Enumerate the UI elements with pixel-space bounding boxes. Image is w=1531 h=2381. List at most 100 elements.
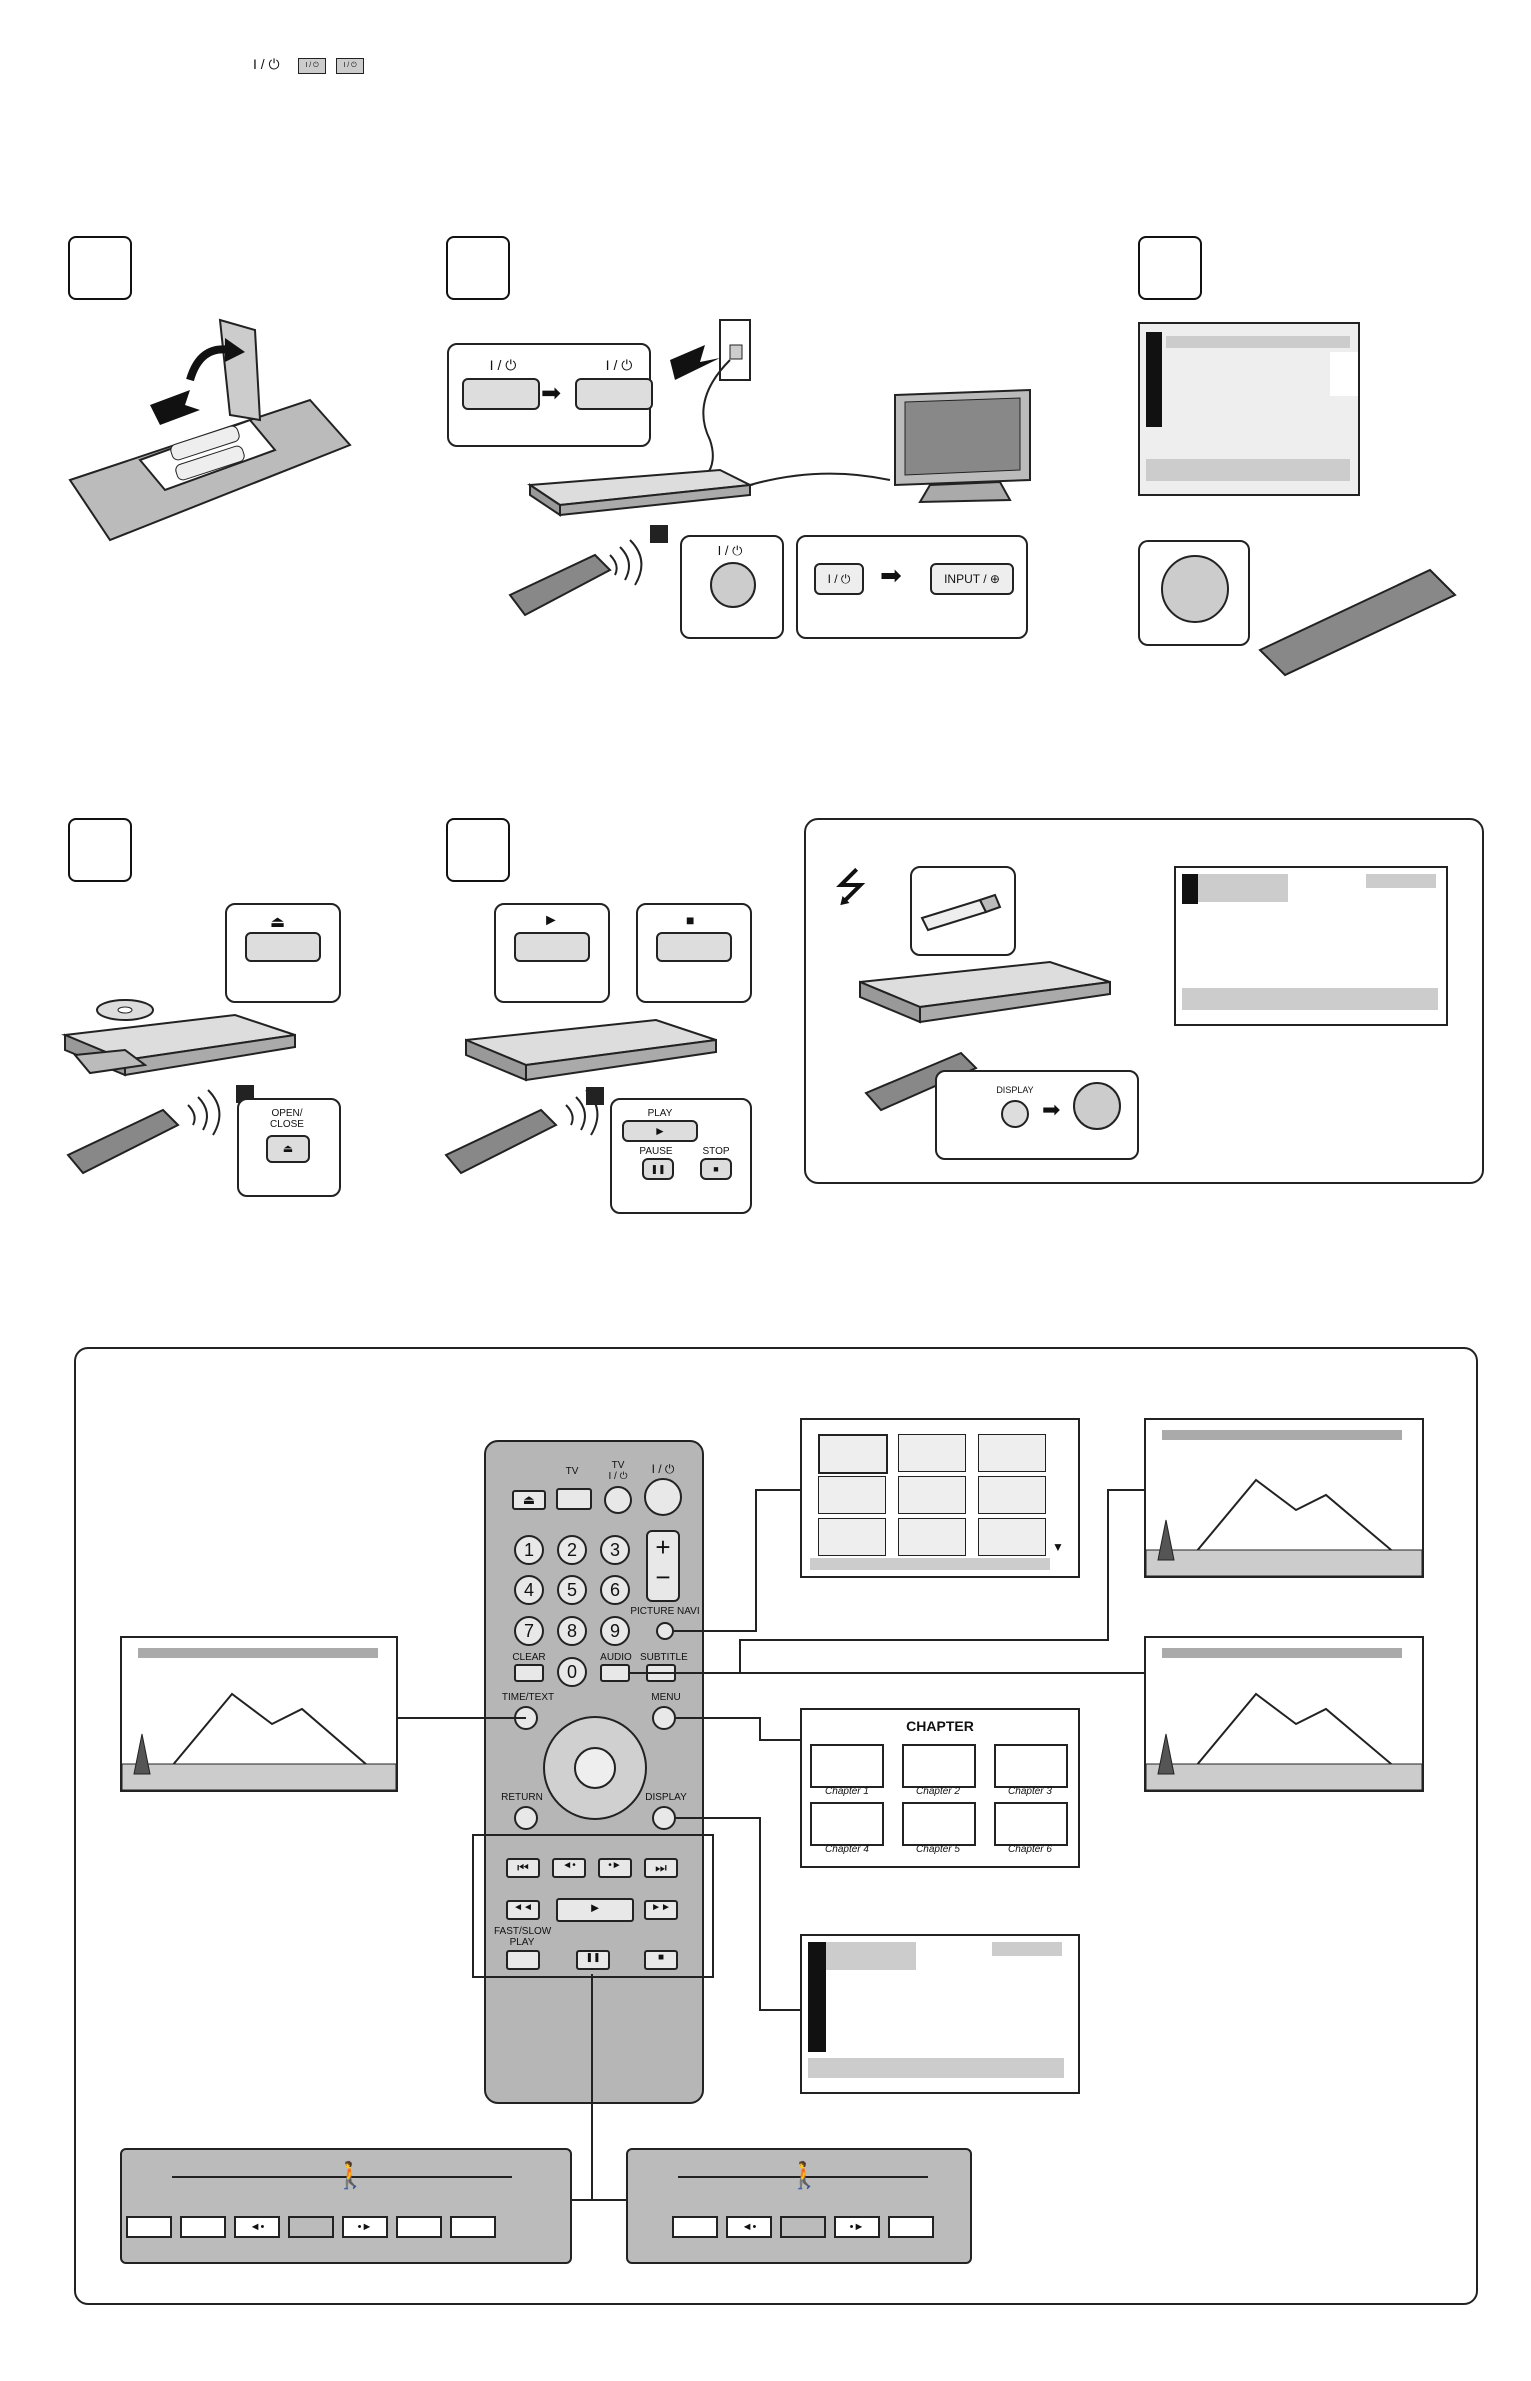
next-button[interactable]: ⏭ [644,1858,678,1878]
chapter-thumb-5[interactable] [902,1802,976,1846]
remote-display-button[interactable] [652,1806,676,1830]
return-label: RETURN [501,1792,543,1803]
step-2-box [446,236,510,300]
fast-slow-play-label: FAST/SLOW PLAY [494,1926,552,1948]
remote-small-illustration-step2 [508,525,668,617]
menu-footer-bar [1146,459,1350,481]
person-icon: 🚶 [788,2160,821,2190]
subtitle-label: SUBTITLE [640,1652,688,1663]
fast-forward-button[interactable]: ►► [644,1900,678,1920]
remote-power-button[interactable] [644,1478,682,1516]
step-4-box [68,818,132,882]
thumb-9 [978,1518,1046,1556]
remote-number-2[interactable]: 2 [557,1535,587,1565]
time-text-bar [138,1648,378,1658]
prev-button[interactable]: ⏮ [506,1858,540,1878]
remote-play-button[interactable]: ► [622,1120,698,1142]
chapter-label-3: Chapter 3 [1008,1786,1052,1797]
remote-stop-main-button[interactable]: ■ [644,1950,678,1970]
display-label: DISPLAY [996,1085,1034,1095]
cursor-pad-button[interactable] [1073,1082,1121,1130]
remote-tv-power-button[interactable] [604,1486,632,1514]
player-power-button-on[interactable] [575,378,653,410]
chapter-thumb-1[interactable] [810,1744,884,1788]
step-5-box [446,818,510,882]
player-stop-button[interactable] [656,932,732,962]
power-symbol: I / ⏻ [253,56,280,72]
remote-power-button[interactable] [710,562,756,608]
open-close-button[interactable]: ⏏ [266,1135,310,1163]
remote-stop-button[interactable]: ■ [700,1158,732,1180]
eject-button[interactable] [245,932,321,962]
eject-symbol: ⏏ [270,914,286,931]
display-button[interactable] [1001,1100,1029,1128]
tv-power-button[interactable]: I / ⏻ [814,563,864,595]
remote-number-1[interactable]: 1 [514,1535,544,1565]
speed-a-btn-6[interactable] [396,2216,442,2238]
remote-enter-button[interactable] [574,1747,616,1789]
audio-info-screen [1144,1418,1424,1578]
chapter-title: CHAPTER [906,1718,974,1734]
remote-number-7[interactable]: 7 [514,1616,544,1646]
speed-b-btn-1[interactable] [672,2216,718,2238]
speed-a-btn-3[interactable]: ◄• [234,2216,280,2238]
chapter-thumb-2[interactable] [902,1744,976,1788]
remote-number-9[interactable]: 9 [600,1616,630,1646]
speed-a-btn-4[interactable] [288,2216,334,2238]
speed-a-btn-7[interactable] [450,2216,496,2238]
fast-slow-play-button[interactable] [506,1950,540,1970]
battery-remote-illustration [68,318,352,542]
clear-button[interactable] [514,1664,544,1682]
speed-a-btn-1[interactable] [126,2216,172,2238]
remote-number-0[interactable]: 0 [557,1657,587,1687]
thumb-7 [818,1518,886,1556]
menu-button[interactable] [652,1706,676,1730]
chapter-label-5: Chapter 5 [916,1844,960,1855]
scroll-down-icon: ▼ [1052,1540,1064,1554]
thumb-1 [818,1434,888,1474]
remote-number-4[interactable]: 4 [514,1575,544,1605]
volume-plus: + [655,1532,671,1562]
remote-pause-button[interactable]: ❚❚ [642,1158,674,1180]
step-back-button[interactable]: ◄• [552,1858,586,1878]
chapter-label-2: Chapter 2 [916,1786,960,1797]
chapter-thumb-6[interactable] [994,1802,1068,1846]
return-button[interactable] [514,1806,538,1830]
menu-values-box [1330,352,1358,396]
remote-number-6[interactable]: 6 [600,1575,630,1605]
rewind-button[interactable]: ◄◄ [506,1900,540,1920]
open-close-label: OPEN/ CLOSE [270,1108,304,1130]
remote-number-5[interactable]: 5 [557,1575,587,1605]
clear-label: CLEAR [512,1652,546,1663]
menu-highlight-bar [1166,336,1350,348]
tv-input-button[interactable]: INPUT / ⊕ [930,563,1014,595]
speed-b-btn-4[interactable]: •► [834,2216,880,2238]
remote-eject-button[interactable]: ⏏ [512,1490,546,1510]
picture-navi-button[interactable] [656,1622,674,1640]
step-1-box [68,236,132,300]
speed-bar-a: 🚶 ◄• •► [120,2148,572,2264]
speed-a-btn-5[interactable]: •► [342,2216,388,2238]
tv-input-label: INPUT / ⊕ [944,572,1000,586]
speed-b-btn-3[interactable] [780,2216,826,2238]
remote-tv-input-button[interactable] [556,1488,592,1510]
remote-pause-main-button[interactable]: ❚❚ [576,1950,610,1970]
speed-a-btn-2[interactable] [180,2216,226,2238]
chapter-thumb-3[interactable] [994,1744,1068,1788]
speed-b-btn-5[interactable] [888,2216,934,2238]
chapter-thumb-4[interactable] [810,1802,884,1846]
remote-play-main-button[interactable]: ► [556,1898,634,1922]
subtitle-info-screen [1144,1636,1424,1792]
remote-number-8[interactable]: 8 [557,1616,587,1646]
step-forward-button[interactable]: •► [598,1858,632,1878]
remote-power-label: I / ⏻ [651,1462,675,1476]
audio-button[interactable] [600,1664,630,1682]
remote-small-illustration-usb [864,1051,978,1112]
stop-symbol: ■ [686,912,695,928]
audio-label: AUDIO [600,1652,632,1663]
player-power-button-off[interactable] [462,378,540,410]
remote-number-3[interactable]: 3 [600,1535,630,1565]
speed-b-btn-2[interactable]: ◄• [726,2216,772,2238]
player-play-button[interactable] [514,932,590,962]
remote-volume-rocker[interactable]: +− [646,1530,680,1602]
